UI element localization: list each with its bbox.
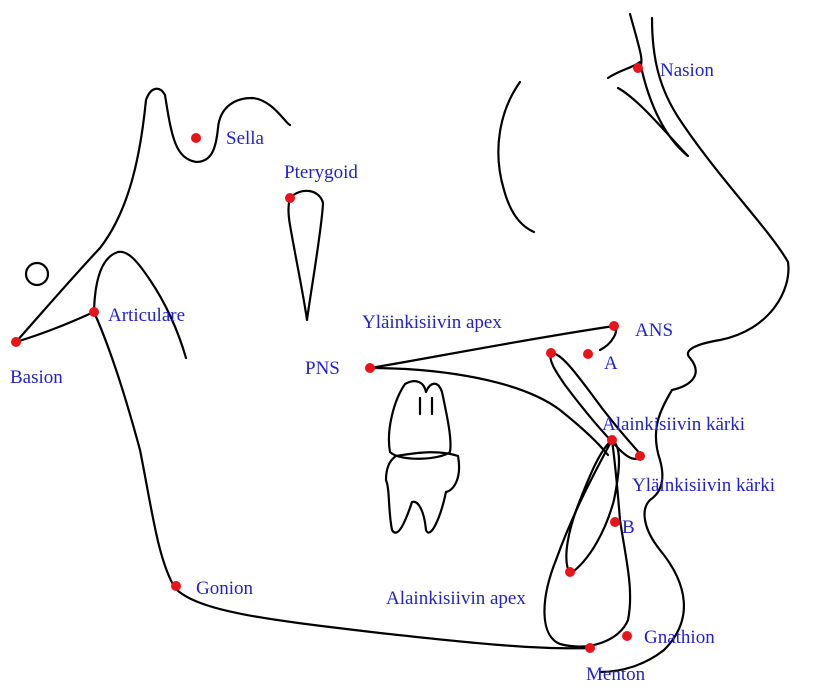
gnathion-dot — [622, 631, 632, 641]
palate-lower-line — [370, 368, 608, 455]
orbit-outline — [498, 82, 534, 232]
label-basion: Basion — [10, 367, 63, 388]
label-ans: ANS — [635, 320, 673, 341]
nasion-dot — [633, 63, 643, 73]
label-nasion: Nasion — [660, 60, 714, 81]
lower-incisor-outline — [566, 440, 619, 574]
articulare-line — [16, 312, 94, 342]
sella-dot — [191, 133, 201, 143]
alainkisiivin-apex-dot — [565, 567, 575, 577]
pterygoid-dot — [285, 193, 295, 203]
label-alainkisiivin-apex: Alainkisiivin apex — [386, 588, 526, 609]
label-pns: PNS — [305, 358, 340, 379]
landmark-labels: Nasion Sella Pterygoid Articulare Basion… — [10, 60, 775, 685]
menton-dot — [585, 643, 595, 653]
ylainkisiivin-karki-dot — [635, 451, 645, 461]
label-b: B — [622, 517, 635, 538]
upper-molar-roots — [420, 398, 432, 414]
upper-molar-outline — [389, 381, 451, 459]
ylainkisiivin-apex-dot — [546, 348, 556, 358]
alainkisiivin-karki-dot — [607, 435, 617, 445]
label-pterygoid: Pterygoid — [284, 162, 358, 183]
label-articulare: Articulare — [108, 305, 185, 326]
label-alainkisiivin-karki: Alainkisiivin kärki — [602, 414, 745, 435]
frontal-outline — [630, 14, 642, 66]
a-dot — [583, 349, 593, 359]
label-a: A — [604, 353, 618, 374]
label-ylainkisiivin-karki: Yläinkisiivin kärki — [632, 475, 775, 496]
ear-rod-circle — [26, 263, 48, 285]
lower-molar-outline — [386, 452, 459, 532]
label-ylainkisiivin-apex: Yläinkisiivin apex — [362, 312, 502, 333]
label-gnathion: Gnathion — [644, 627, 715, 648]
label-gonion: Gonion — [196, 578, 254, 599]
basion-dot — [11, 337, 21, 347]
label-sella: Sella — [226, 128, 265, 149]
articulare-dot — [89, 307, 99, 317]
gonion-dot — [171, 581, 181, 591]
symphysis-outline — [544, 440, 630, 647]
skull-outlines — [16, 14, 788, 672]
pterygoid-fissure-outline — [289, 191, 324, 320]
ans-dot — [609, 321, 619, 331]
label-menton: Menton — [586, 664, 646, 685]
pns-dot — [365, 363, 375, 373]
b-dot — [610, 517, 620, 527]
